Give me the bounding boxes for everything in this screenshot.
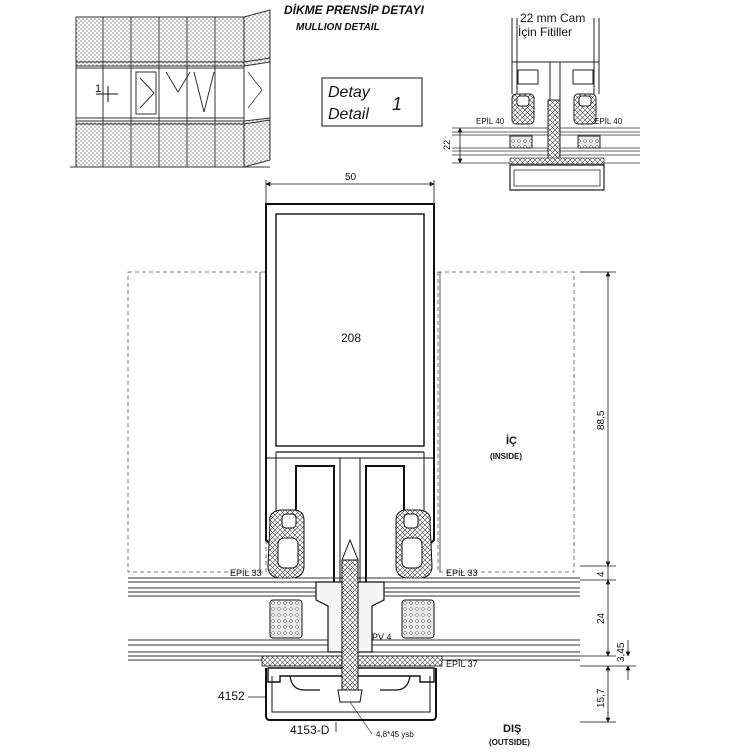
glass-outline (127, 271, 575, 573)
pressure-plate-label: 4152 (218, 689, 245, 703)
facade-elevation: 1 (70, 9, 271, 168)
screw (337, 538, 363, 703)
main-section-detail: 50 208 (127, 172, 636, 747)
inner-gasket-left (267, 509, 305, 579)
outside-label: DIŞ (503, 723, 521, 735)
small-caption-line2: İçin Fitiller (518, 25, 572, 39)
section-marker: 1 (95, 83, 101, 95)
screw-label: 4,8*45 ysb (376, 730, 414, 739)
dim-24: 24 (596, 612, 607, 624)
drawing-title: DİKME PRENSİP DETAYI (284, 2, 424, 17)
inside-sublabel: (INSIDE) (490, 452, 522, 461)
gasket-left-label: EPİL 33 (230, 568, 262, 578)
outside-sublabel: (OUTSIDE) (489, 738, 530, 747)
pv4-label: PV 4 (372, 632, 392, 642)
detail-label-en: Detail (328, 106, 369, 123)
small-caption-line1: 22 mm Cam (520, 11, 585, 25)
dim-15-7: 15,7 (596, 688, 607, 708)
drawing-subtitle: MULLION DETAIL (296, 22, 380, 33)
detail-number: 1 (392, 94, 402, 114)
gasket-right-label: EPİL 33 (446, 568, 478, 578)
spacer-left (269, 599, 303, 639)
vertical-dimensions (580, 271, 636, 723)
width-dim-50: 50 (345, 172, 357, 183)
detail-label-tr: Detay (328, 84, 371, 101)
gasket-bottom-label: EPİL 37 (446, 659, 478, 669)
inner-gasket-right (395, 509, 433, 579)
small-gasket-right: EPİL 40 (594, 117, 623, 126)
spacer-right (401, 599, 435, 639)
profile-label-208: 208 (341, 331, 361, 345)
dim-3-45: 3,45 (616, 642, 627, 662)
small-dim-22: 22 (442, 140, 452, 150)
inside-label: İÇ (506, 434, 517, 447)
dim-88-5: 88,5 (596, 410, 607, 430)
elevation-panels (70, 9, 271, 168)
detail-label-box: Detay Detail 1 (321, 77, 423, 127)
cover-cap-4153d (265, 668, 437, 721)
small-section-detail: 22 mm Cam İçin Fitiller (442, 11, 640, 191)
small-gasket-left: EPİL 40 (476, 117, 505, 126)
cover-cap-label: 4153-D (290, 723, 330, 737)
dim-4: 4 (596, 571, 607, 577)
